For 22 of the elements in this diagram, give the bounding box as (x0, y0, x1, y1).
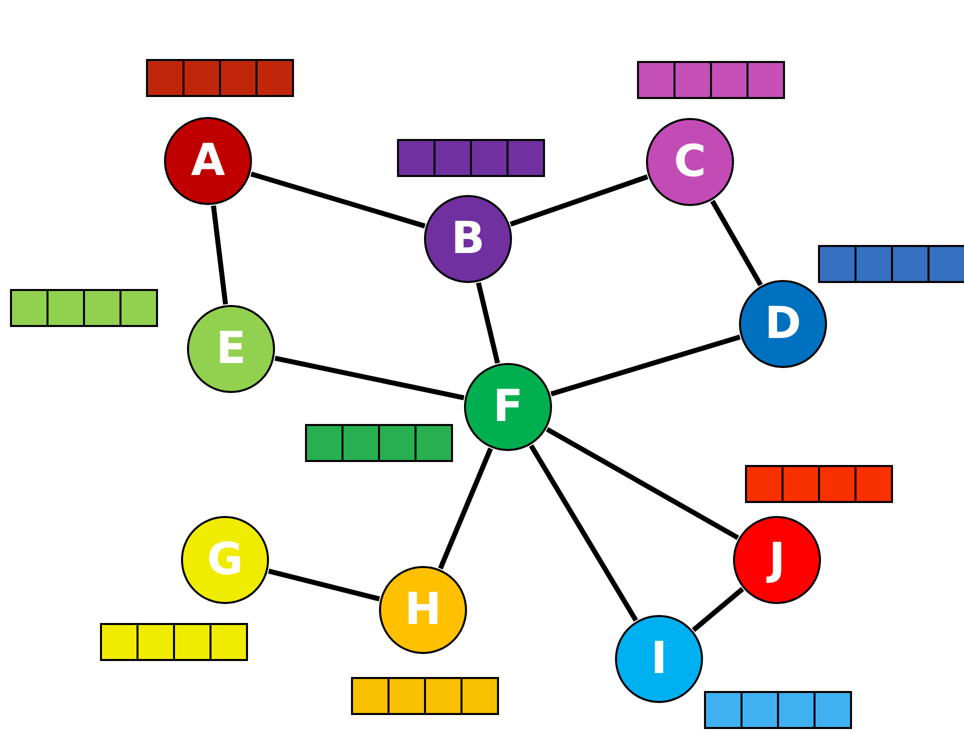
node-label: I (650, 637, 668, 681)
node-label: H (404, 588, 442, 632)
connector-line (528, 444, 638, 622)
connector-line (550, 334, 741, 396)
connector-line (438, 448, 493, 570)
connector-line (710, 200, 763, 286)
connector-line (274, 356, 464, 400)
connector-line (510, 174, 648, 227)
node-label: F (492, 385, 524, 429)
connector-line (546, 427, 740, 540)
connector-line (210, 205, 228, 305)
node-label: G (206, 538, 244, 582)
connector-line (476, 282, 500, 364)
connector-line (250, 172, 426, 228)
node-label: A (190, 139, 226, 183)
node-label: J (768, 538, 786, 582)
node-label: E (216, 327, 246, 371)
connector-line (268, 568, 380, 602)
node-label: C (674, 140, 706, 184)
node-label: D (764, 302, 802, 346)
node-label: B (451, 217, 485, 261)
connector-line (692, 587, 744, 632)
